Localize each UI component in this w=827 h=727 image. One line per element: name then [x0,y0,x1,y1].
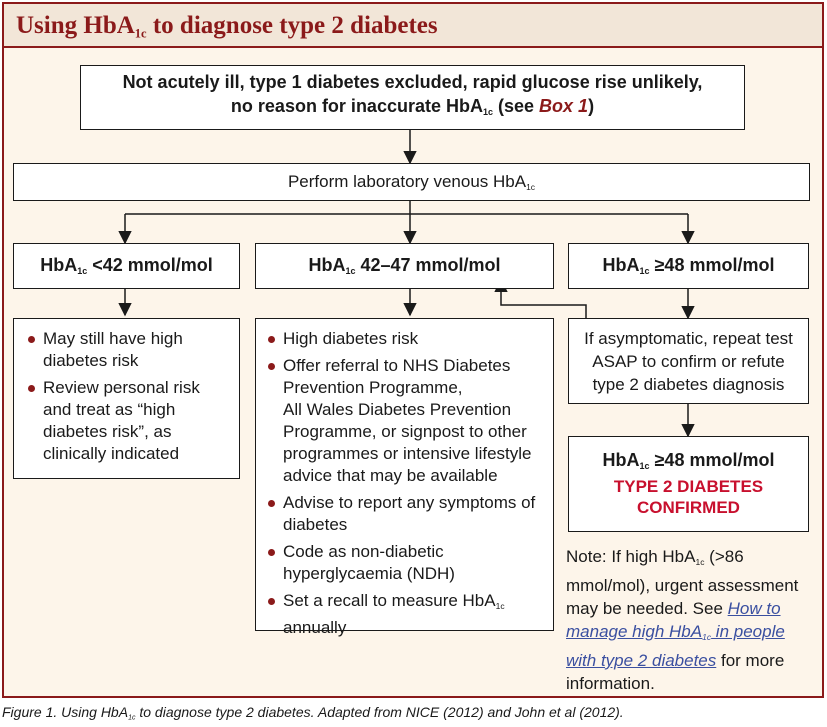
mid-bullet: Advise to report any symptoms of diabete… [266,492,545,536]
mid-bullet: Offer referral to NHS Diabetes Preventio… [266,355,545,487]
branch-mid-box: HbA1c 42–47 mmol/mol [255,243,554,289]
lab-test-text: Perform laboratory venous HbA1c [287,172,536,192]
branch-high-box: HbA1c ≥48 mmol/mol [568,243,809,289]
criteria-line-1: Not acutely ill, type 1 diabetes exclude… [122,72,703,93]
figure-header: Using HbA1c to diagnose type 2 diabetes [4,4,822,48]
criteria-line-2: no reason for inaccurate HbA1c (see Box … [230,96,595,118]
flow-arrows [118,130,695,438]
confirmed-box: HbA1c ≥48 mmol/mol TYPE 2 DIABETES CONFI… [568,436,809,532]
mid-actions-box: High diabetes risk Offer referral to NHS… [255,318,554,637]
mid-bullet: Code as non-diabetic hyperglycaemia (NDH… [266,541,545,585]
repeat-test-box: If asymptomatic, repeat test ASAP to con… [568,318,809,404]
criteria-box: Not acutely ill, type 1 diabetes exclude… [80,65,745,130]
manage-high-hba1c-link[interactable]: How to manage high HbA1c in people with … [566,598,785,670]
low-bullet: May still have high diabetes risk [26,328,231,372]
low-bullet: Review personal risk and treat as “high … [26,377,231,465]
repeat-test-text: If asymptomatic, repeat test ASAP to con… [584,328,793,394]
mid-bullet: High diabetes risk [266,328,545,350]
arrow-repeat-to-mid [494,278,587,318]
mid-bullet: Set a recall to measure HbA1c annually [266,590,545,639]
confirmed-diagnosis: TYPE 2 DIABETES [613,476,764,496]
low-actions-box: May still have high diabetes risk Review… [13,318,240,479]
confirmed-status: CONFIRMED [637,497,740,517]
figure-title: Using HbA1c to diagnose type 2 diabetes [16,12,438,41]
box-1-reference[interactable]: Box 1 [539,96,589,117]
confirmed-label: HbA1c ≥48 mmol/mol [602,450,775,472]
lab-test-box: Perform laboratory venous HbA1c [13,163,810,201]
figure-caption: Figure 1. Using HbA1c to diagnose type 2… [2,704,624,722]
branch-high-label: HbA1c ≥48 mmol/mol [602,255,775,277]
branch-low-label: HbA1c <42 mmol/mol [40,255,213,277]
branch-mid-label: HbA1c 42–47 mmol/mol [308,255,501,277]
branch-low-box: HbA1c <42 mmol/mol [13,243,240,289]
urgent-note: Note: If high HbA1c (>86 mmol/mol), urge… [566,547,799,693]
